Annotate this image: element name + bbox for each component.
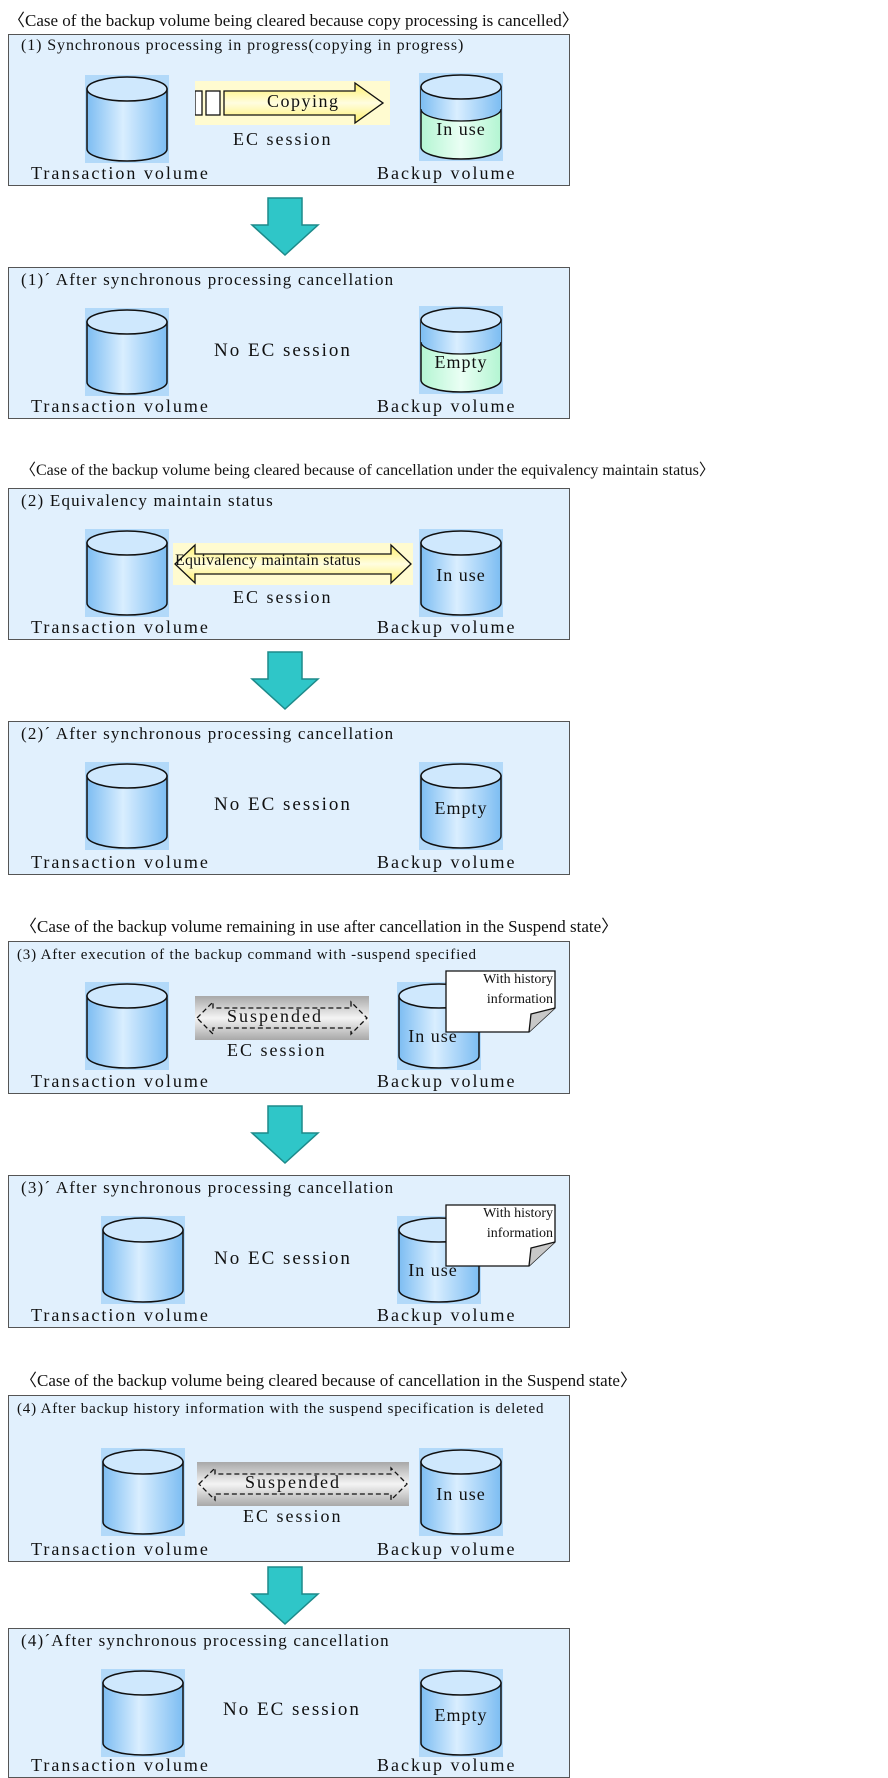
no-ec-session-label: No EC session <box>214 340 352 361</box>
transaction-volume-label: Transaction volume <box>31 1071 210 1091</box>
transaction-volume-cylinder <box>101 1669 185 1757</box>
backup-status: In use <box>436 1484 486 1504</box>
backup-status: Empty <box>434 352 488 372</box>
panel-title: (1)´ After synchronous processing cancel… <box>21 270 395 289</box>
transaction-volume-label: Transaction volume <box>31 617 210 637</box>
copying-label: Copying <box>267 91 340 111</box>
ec-session-label: EC session <box>233 587 333 607</box>
history-note-line1: With history <box>483 972 553 987</box>
panel-title: (2)´ After synchronous processing cancel… <box>21 724 395 743</box>
transaction-volume-cylinder <box>101 1448 185 1536</box>
panel-2: (2) Equivalency maintain status Equivale… <box>8 488 570 640</box>
backup-volume-label: Backup volume <box>377 1305 517 1325</box>
history-note-line2: information <box>486 1226 553 1241</box>
case-title-4: 〈Case of the backup volume being cleared… <box>20 1371 637 1390</box>
backup-status: In use <box>408 1026 458 1046</box>
panel-title: (2) Equivalency maintain status <box>21 491 274 510</box>
backup-volume-label: Backup volume <box>377 852 517 872</box>
no-ec-session-label: No EC session <box>223 1699 361 1720</box>
ec-session-label: EC session <box>243 1506 343 1526</box>
panel-title: (1) Synchronous processing in progress(c… <box>21 37 465 54</box>
backup-status: In use <box>436 119 486 139</box>
backup-volume-cylinder: In use <box>419 529 503 617</box>
panel-title: (4)´After synchronous processing cancell… <box>21 1631 390 1650</box>
transaction-volume-label: Transaction volume <box>31 163 210 183</box>
case-title-1: 〈Case of the backup volume being cleared… <box>8 11 579 30</box>
copying-arrow: Copying <box>194 81 390 125</box>
backup-status: Empty <box>434 798 488 818</box>
transaction-volume-cylinder <box>85 75 169 163</box>
ec-session-label: EC session <box>227 1040 327 1060</box>
backup-volume-label: Backup volume <box>377 396 517 416</box>
backup-volume-label: Backup volume <box>377 1539 517 1559</box>
case-title-2: 〈Case of the backup volume being cleared… <box>20 462 715 479</box>
transaction-volume-label: Transaction volume <box>31 1755 210 1775</box>
history-note-text: With history information <box>449 970 553 1010</box>
backup-volume-label: Backup volume <box>377 617 517 637</box>
transaction-volume-cylinder <box>85 308 169 396</box>
history-note-line1: With history <box>483 1206 553 1221</box>
panel-1: (1) Synchronous processing in progress(c… <box>8 34 570 186</box>
history-note-icon <box>445 1204 556 1267</box>
backup-volume-cylinder: In use <box>419 1448 503 1536</box>
panel-3: (3) After execution of the backup comman… <box>8 941 570 1094</box>
panel-1b: (1)´ After synchronous processing cancel… <box>8 267 570 419</box>
down-arrow-3 <box>250 1105 320 1165</box>
transaction-volume-label: Transaction volume <box>31 852 210 872</box>
backup-volume-cylinder: Empty <box>419 762 503 850</box>
backup-volume-label: Backup volume <box>377 1071 517 1091</box>
ec-session-label: EC session <box>233 129 333 149</box>
backup-volume-label: Backup volume <box>377 1755 517 1775</box>
no-ec-session-label: No EC session <box>214 794 352 815</box>
history-note-text: With history information <box>449 1204 553 1244</box>
panel-4: (4) After backup history information wit… <box>8 1395 570 1562</box>
down-arrow-4 <box>250 1566 320 1626</box>
panel-title: (3) After execution of the backup comman… <box>17 947 477 963</box>
transaction-volume-cylinder <box>85 762 169 850</box>
panel-title: (4) After backup history information wit… <box>17 1401 545 1417</box>
panel-2b: (2)´ After synchronous processing cancel… <box>8 721 570 875</box>
history-note-line2: information <box>486 992 553 1007</box>
panel-3b: (3)´ After synchronous processing cancel… <box>8 1175 570 1328</box>
transaction-volume-cylinder <box>101 1216 185 1304</box>
equivalency-double-arrow <box>173 543 413 585</box>
down-arrow-2 <box>250 651 320 711</box>
backup-status: Empty <box>434 1705 488 1725</box>
history-note-icon <box>445 970 556 1033</box>
backup-volume-cylinder: In use <box>419 73 503 161</box>
transaction-volume-cylinder <box>85 529 169 617</box>
suspended-label: Suspended <box>227 1006 323 1026</box>
backup-volume-label: Backup volume <box>377 163 517 183</box>
equivalency-label: Equivalency maintain status <box>175 552 361 569</box>
backup-status: In use <box>436 565 486 585</box>
panel-4b: (4)´After synchronous processing cancell… <box>8 1628 570 1778</box>
down-arrow-1 <box>250 197 320 257</box>
case-title-3: 〈Case of the backup volume remaining in … <box>20 917 619 936</box>
backup-status: In use <box>408 1260 458 1280</box>
no-ec-session-label: No EC session <box>214 1248 352 1269</box>
transaction-volume-label: Transaction volume <box>31 1539 210 1559</box>
backup-volume-cylinder: Empty <box>419 1669 503 1757</box>
panel-title: (3)´ After synchronous processing cancel… <box>21 1178 395 1197</box>
suspended-double-arrow <box>197 1462 409 1506</box>
suspended-double-arrow <box>195 996 369 1040</box>
backup-volume-cylinder: Empty <box>419 306 503 394</box>
transaction-volume-label: Transaction volume <box>31 396 210 416</box>
transaction-volume-cylinder <box>85 982 169 1070</box>
suspended-label: Suspended <box>245 1472 341 1492</box>
transaction-volume-label: Transaction volume <box>31 1305 210 1325</box>
